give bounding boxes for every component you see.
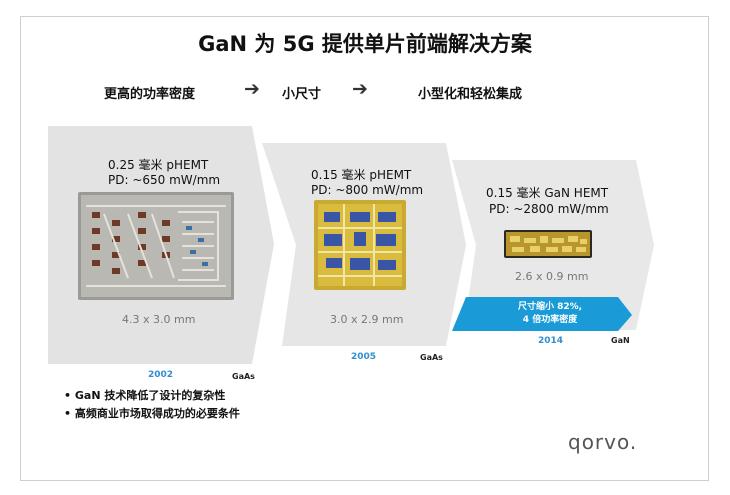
page-title: GaN 为 5G 提供单片前端解决方案 — [198, 32, 532, 56]
chip-3-density: PD: ~2800 mW/mm — [489, 202, 609, 216]
chip-3-process: 0.15 毫米 GaN HEMT — [486, 186, 609, 200]
chip-2-size: 3.0 x 2.9 mm — [330, 313, 404, 326]
year-2005: 2005 — [351, 352, 377, 362]
callout-size-reduction: 尺寸缩小 82%, — [517, 302, 583, 312]
year-2002: 2002 — [148, 370, 174, 380]
bullet-icon: • — [64, 407, 75, 420]
bullet-point-2: • 高频商业市场取得成功的必要条件 — [64, 407, 240, 420]
step-integration: 小型化和轻松集成 — [418, 87, 523, 102]
chip-1-die-image — [78, 192, 234, 300]
chip-1-density: PD: ~650 mW/mm — [108, 173, 221, 187]
step-small-size: 小尺寸 — [282, 87, 322, 102]
arrow-icon: ➔ — [352, 78, 368, 100]
callout-arrow — [452, 297, 632, 331]
qorvo-logo: qorvo. — [568, 430, 638, 454]
year-2014: 2014 — [538, 336, 564, 346]
chip-1-size: 4.3 x 3.0 mm — [122, 313, 196, 326]
material-gan: GaN — [611, 336, 630, 345]
bullet-icon: • — [64, 389, 75, 402]
chip-3-size: 2.6 x 0.9 mm — [515, 270, 589, 283]
chip-1-process: 0.25 毫米 pHEMT — [108, 158, 209, 172]
chip-3-die-image — [504, 230, 592, 258]
arrow-icon: ➔ — [244, 78, 260, 100]
bullet-point-1: • GaN 技术降低了设计的复杂性 — [64, 389, 226, 402]
chip-2-die-image — [314, 200, 406, 290]
material-gaas-2: GaAs — [420, 353, 443, 362]
callout-power-density: 4 倍功率密度 — [522, 315, 578, 325]
chip-2-density: PD: ~800 mW/mm — [311, 183, 424, 197]
step-power-density: 更高的功率密度 — [104, 87, 196, 102]
material-gaas-1: GaAs — [232, 372, 255, 381]
chip-2-process: 0.15 毫米 pHEMT — [311, 168, 412, 182]
